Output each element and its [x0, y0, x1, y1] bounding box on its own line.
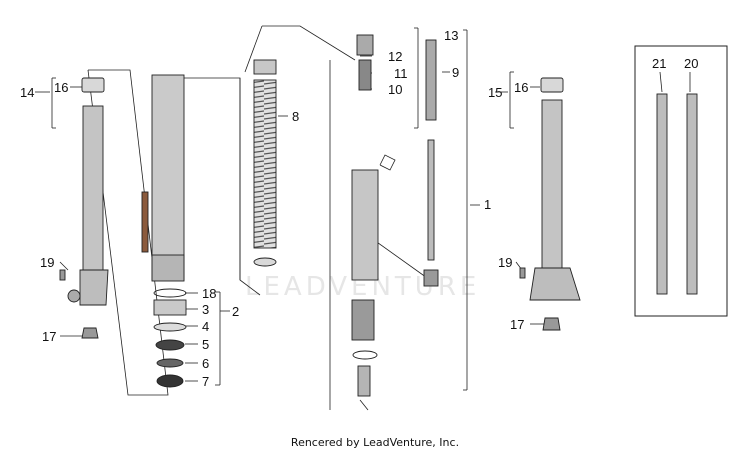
callout-10: 10 — [388, 82, 402, 97]
callout-14: 14 — [20, 85, 34, 100]
callout-7: 7 — [202, 374, 209, 389]
callout-17-right: 17 — [510, 317, 524, 332]
callout-18: 18 — [202, 286, 216, 301]
callout-17-left: 17 — [42, 329, 56, 344]
footer-credit: Rencered by LeadVenture, Inc. — [290, 436, 460, 449]
inset-box — [634, 45, 728, 317]
callout-11: 11 — [394, 66, 408, 81]
callout-12: 12 — [388, 49, 402, 64]
callout-8: 8 — [292, 109, 299, 124]
parts — [59, 34, 698, 397]
callout-labels: 1 2 3 4 5 6 7 8 9 10 11 12 13 14 15 16 1… — [20, 28, 698, 389]
callout-2: 2 — [232, 304, 239, 319]
cap-16-left — [81, 77, 105, 93]
callout-15: 15 — [488, 85, 502, 100]
callout-16-right: 16 — [514, 80, 528, 95]
callout-13: 13 — [444, 28, 458, 43]
callout-4: 4 — [202, 319, 209, 334]
callout-3: 3 — [202, 302, 209, 317]
callout-19-left: 19 — [40, 255, 54, 270]
callout-21: 21 — [652, 56, 666, 71]
callout-1: 1 — [484, 197, 491, 212]
callout-19-right: 19 — [498, 255, 512, 270]
callout-16-left: 16 — [54, 80, 68, 95]
callout-6: 6 — [202, 356, 209, 371]
callout-9: 9 — [452, 65, 459, 80]
callout-5: 5 — [202, 337, 209, 352]
callout-20: 20 — [684, 56, 698, 71]
